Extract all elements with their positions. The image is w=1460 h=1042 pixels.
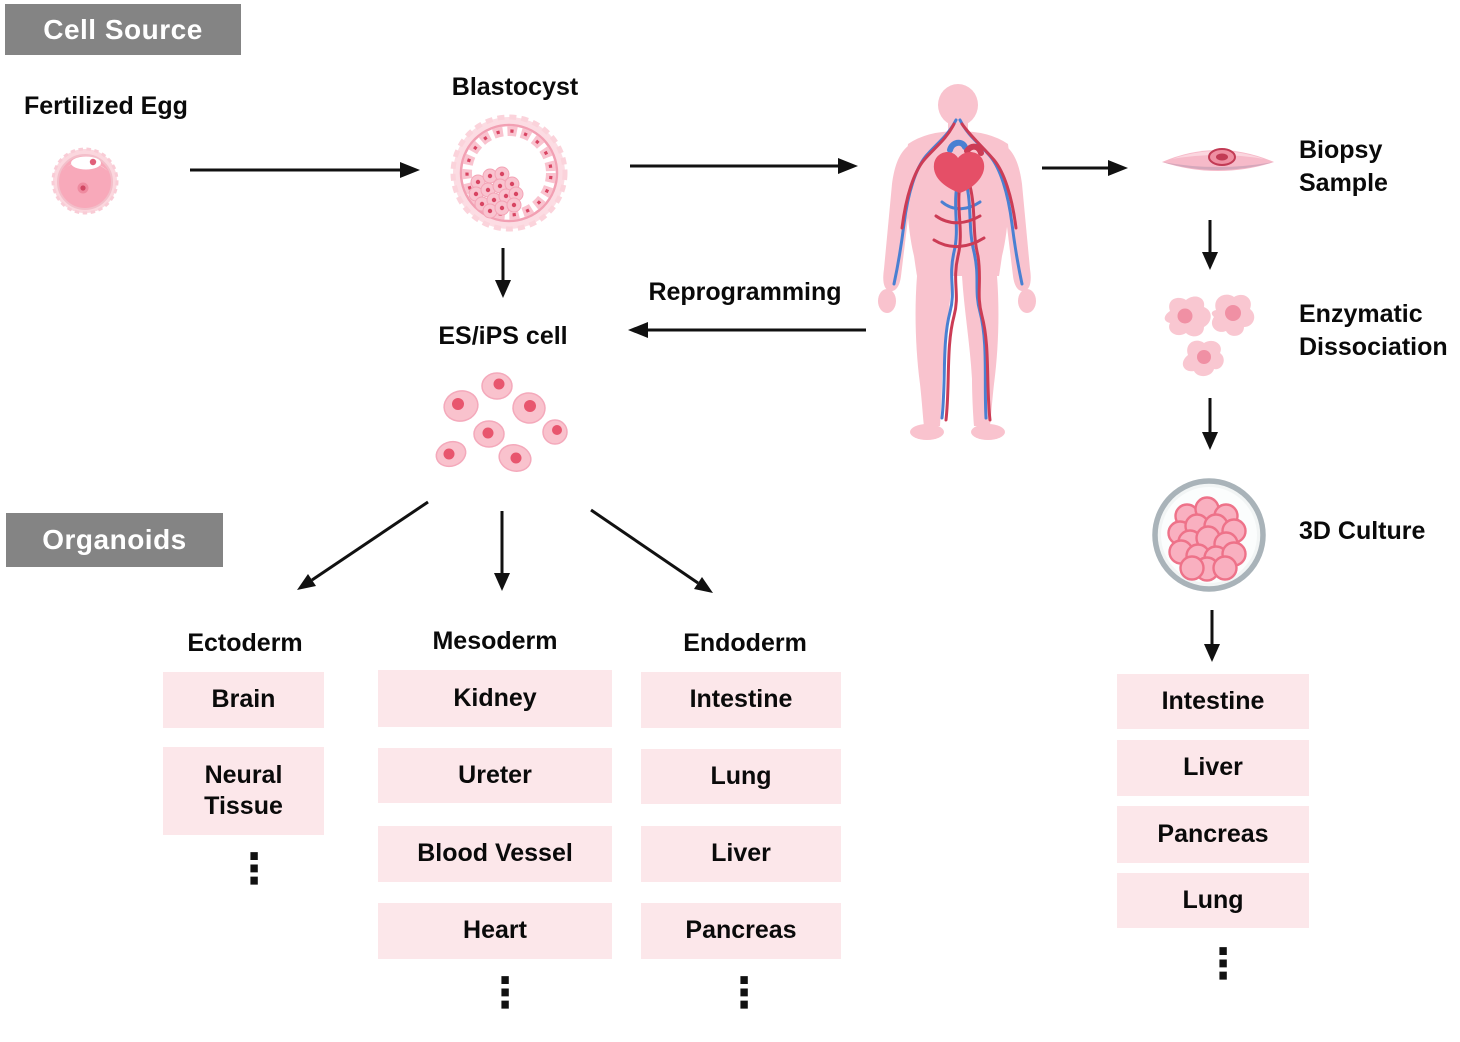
arrow-reprogramming [628, 322, 866, 338]
label-blastocyst: Blastocyst [451, 73, 579, 101]
dissociated-cells-icon [1150, 285, 1260, 380]
arrow-dissociation-to-culture [1202, 398, 1218, 450]
box-liver-adult: Liver [1117, 740, 1309, 796]
box-lung-endoderm: Lung [641, 749, 841, 804]
label-3d-culture: 3D Culture [1299, 517, 1426, 545]
label-reprogramming: Reprogramming [648, 278, 842, 306]
label-fertilized-egg: Fertilized Egg [24, 92, 188, 120]
label-es-ips-cell: ES/iPS cell [438, 322, 568, 350]
box-blood-vessel: Blood Vessel [378, 826, 612, 882]
arrow-biopsy-to-dissociation [1202, 220, 1218, 270]
box-liver-endoderm: Liver [641, 826, 841, 882]
biopsy-sample-icon [1158, 138, 1278, 180]
arrow-es-to-endoderm [585, 505, 720, 600]
arrow-body-to-biopsy [1042, 160, 1128, 176]
box-neural-tissue: Neural Tissue [163, 747, 324, 835]
label-endoderm: Endoderm [683, 629, 807, 657]
box-ureter: Ureter [378, 748, 612, 803]
arrow-egg-to-blastocyst [190, 162, 420, 178]
3d-culture-dish-icon [1150, 476, 1268, 594]
arrow-es-to-mesoderm [494, 511, 510, 591]
endoderm-ellipsis-icon: ⋮ [723, 968, 765, 1017]
blastocyst-icon [448, 112, 570, 234]
arrow-es-to-ectoderm [290, 495, 440, 600]
fertilized-egg-icon [50, 145, 120, 215]
badge-cell-source: Cell Source [5, 4, 241, 55]
box-heart: Heart [378, 903, 612, 959]
arrow-blastocyst-to-es-ips [495, 248, 511, 298]
label-ectoderm: Ectoderm [187, 629, 303, 657]
box-intestine-endoderm: Intestine [641, 672, 841, 728]
box-kidney: Kidney [378, 670, 612, 727]
badge-organoids-label: Organoids [42, 524, 187, 555]
box-intestine-adult: Intestine [1117, 674, 1309, 729]
box-brain: Brain [163, 672, 324, 728]
arrow-blastocyst-to-body [630, 158, 858, 174]
adult-organoids-ellipsis-icon: ⋮ [1202, 939, 1244, 988]
label-biopsy-sample: Biopsy Sample [1299, 136, 1388, 197]
label-enzymatic-dissociation: Enzymatic Dissociation [1299, 300, 1448, 361]
mesoderm-ellipsis-icon: ⋮ [484, 968, 526, 1017]
label-mesoderm: Mesoderm [432, 627, 558, 655]
badge-cell-source-label: Cell Source [43, 13, 203, 45]
human-body-icon [872, 84, 1042, 440]
arrow-culture-to-organoids [1204, 610, 1220, 662]
box-pancreas-adult: Pancreas [1117, 806, 1309, 863]
es-ips-cell-cluster-icon [433, 370, 575, 482]
box-lung-adult: Lung [1117, 873, 1309, 928]
box-pancreas-endoderm: Pancreas [641, 903, 841, 959]
ectoderm-ellipsis-icon: ⋮ [233, 844, 275, 893]
badge-organoids: Organoids [6, 513, 223, 567]
